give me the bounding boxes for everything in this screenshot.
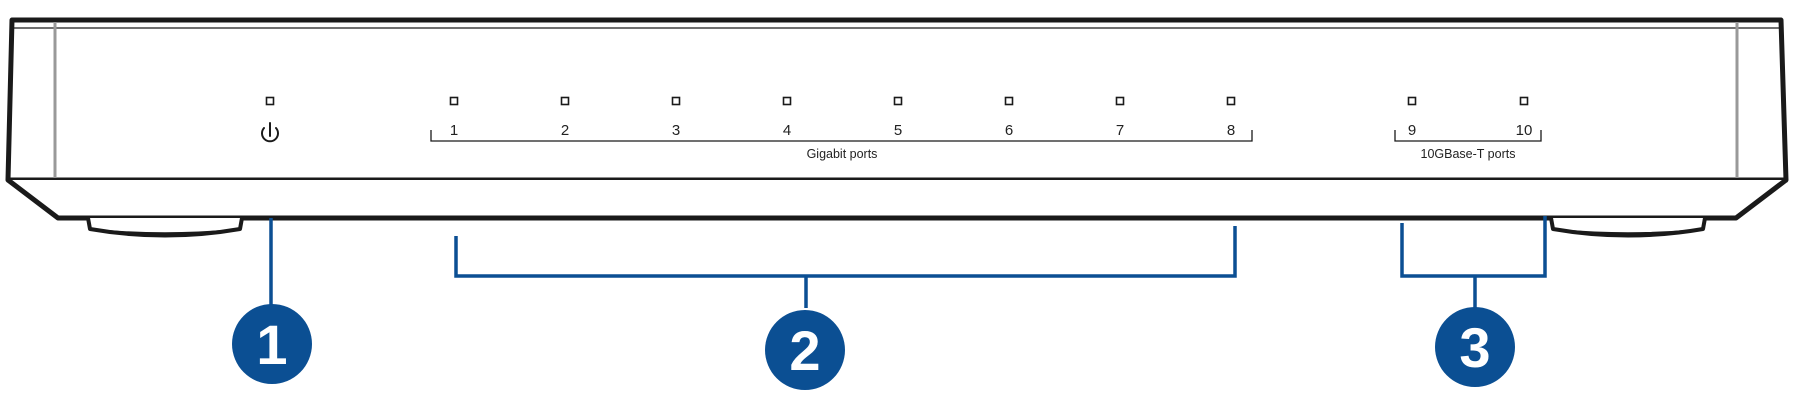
ten-g-ports-label: 10GBase-T ports [1421,147,1516,161]
callout-badge-1: 1 [232,304,312,384]
gigabit-port-led-2 [560,96,570,106]
callout-badge-2: 2 [765,310,845,390]
ten-g-port-group: 10GBase-T ports 9 10 [1394,96,1542,161]
callout-2-leader [454,226,1237,308]
gigabit-port-led-1 [449,96,459,106]
gigabit-port-number-8: 8 [1227,122,1235,139]
ten-g-bracket [1394,130,1542,142]
gigabit-port-led-4 [782,96,792,106]
gigabit-ports-label: Gigabit ports [807,147,878,161]
gigabit-bracket [430,130,1253,142]
gigabit-port-number-2: 2 [561,122,569,139]
power-icon [261,122,279,143]
callout-leaders [269,216,1547,310]
ten-g-port-number-9: 9 [1408,122,1416,139]
gigabit-port-led-5 [893,96,903,106]
power-indicator [261,96,279,143]
gigabit-port-number-5: 5 [894,122,902,139]
gigabit-port-led-6 [1004,96,1014,106]
callout-3-leader [1400,216,1547,310]
gigabit-port-number-4: 4 [783,122,791,139]
gigabit-port-number-1: 1 [450,122,458,139]
callout-badge-3: 3 [1435,307,1515,387]
ten-g-port-led-9 [1407,96,1417,106]
ten-g-port-number-10: 10 [1516,122,1533,139]
gigabit-port-number-3: 3 [672,122,680,139]
gigabit-port-group: Gigabit ports 1 2 3 4 5 6 7 8 [430,96,1253,161]
gigabit-port-number-6: 6 [1005,122,1013,139]
power-led [265,96,275,106]
gigabit-port-number-7: 7 [1116,122,1124,139]
callout-2-number: 2 [789,319,820,382]
gigabit-port-led-7 [1115,96,1125,106]
ten-g-port-led-10 [1519,96,1529,106]
gigabit-port-led-3 [671,96,681,106]
callout-1-number: 1 [256,313,287,376]
callout-3-number: 3 [1459,316,1490,379]
gigabit-port-led-8 [1226,96,1236,106]
